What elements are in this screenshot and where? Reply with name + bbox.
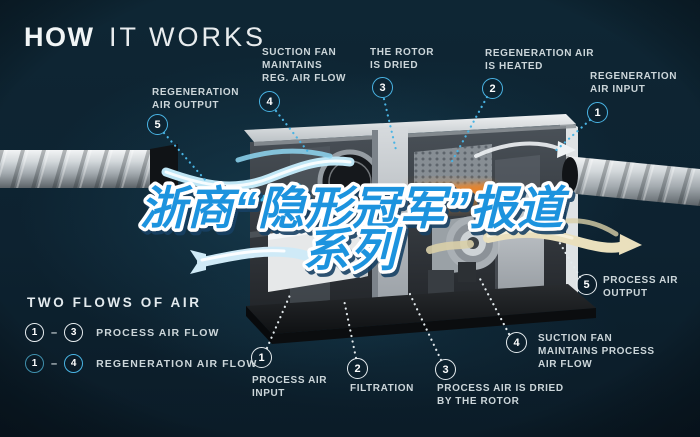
label-process-air-dried: PROCESS AIR IS DRIED BY THE ROTOR bbox=[437, 383, 564, 408]
badge-number: 1 bbox=[594, 106, 601, 119]
badge-number: 3 bbox=[70, 327, 77, 338]
callout-badge-process-2: 2 bbox=[347, 358, 368, 379]
label-process-air-output: PROCESS AIR OUTPUT bbox=[603, 275, 679, 300]
callout-badge-regeneration-3: 3 bbox=[372, 77, 393, 98]
badge-number: 2 bbox=[354, 362, 361, 375]
label-suction-fan-reg: SUCTION FAN MAINTAINS REG. AIR FLOW bbox=[262, 47, 347, 85]
badge-number: 4 bbox=[266, 95, 273, 108]
badge-number: 1 bbox=[258, 351, 265, 364]
legend-row-regeneration: 1 – 4 REGENERATION AIR FLOW bbox=[25, 354, 257, 373]
legend-badge-4-blue: 4 bbox=[64, 354, 84, 373]
legend-label-process: PROCESS AIR FLOW bbox=[96, 326, 220, 339]
badge-number: 3 bbox=[379, 81, 386, 94]
label-regeneration-air-output: REGENERATION AIR OUTPUT bbox=[152, 87, 240, 112]
label-regeneration-air-heated: REGENERATION AIR IS HEATED bbox=[485, 48, 595, 73]
page-title-strong: HOW bbox=[24, 22, 95, 52]
headline-line2: 系列 bbox=[303, 224, 404, 276]
badge-number: 1 bbox=[31, 327, 38, 338]
page-title: HOW IT WORKS bbox=[24, 22, 266, 53]
headline-line1: 浙商“隐形冠军”报道 bbox=[140, 182, 570, 234]
callout-badge-regeneration-2: 2 bbox=[482, 78, 503, 99]
callout-badge-regeneration-4: 4 bbox=[259, 91, 280, 112]
badge-number: 1 bbox=[31, 358, 38, 369]
callout-badge-regeneration-5: 5 bbox=[147, 114, 168, 135]
callout-badge-regeneration-1: 1 bbox=[587, 102, 608, 123]
callout-badge-process-5: 5 bbox=[576, 274, 597, 295]
legend-label-regeneration: REGENERATION AIR FLOW bbox=[96, 357, 258, 370]
callout-badge-process-1: 1 bbox=[251, 347, 272, 368]
legend-separator: – bbox=[51, 326, 58, 339]
badge-number: 4 bbox=[70, 358, 77, 369]
legend-separator: – bbox=[51, 357, 58, 370]
label-process-air-input: PROCESS AIR INPUT bbox=[252, 375, 328, 400]
badge-number: 3 bbox=[442, 363, 449, 376]
legend-heading: TWO FLOWS OF AIR bbox=[27, 295, 202, 310]
label-regeneration-air-input: REGENERATION AIR INPUT bbox=[590, 71, 678, 96]
label-rotor-is-dried: THE ROTOR IS DRIED bbox=[370, 47, 435, 72]
badge-number: 5 bbox=[154, 118, 161, 131]
badge-number: 4 bbox=[513, 336, 520, 349]
legend-badge-3-white: 3 bbox=[64, 323, 84, 342]
legend-badge-1-white: 1 bbox=[25, 323, 44, 342]
label-filtration: FILTRATION bbox=[350, 383, 414, 394]
callout-badge-process-3: 3 bbox=[435, 359, 456, 380]
legend-row-process: 1 – 3 PROCESS AIR FLOW bbox=[25, 323, 220, 342]
legend-badge-1-teal: 1 bbox=[25, 354, 44, 373]
badge-number: 2 bbox=[489, 82, 496, 95]
callout-badge-process-4: 4 bbox=[506, 332, 527, 353]
badge-number: 5 bbox=[583, 278, 590, 291]
page-title-light: IT WORKS bbox=[109, 22, 267, 52]
label-suction-fan-process: SUCTION FAN MAINTAINS PROCESS AIR FLOW bbox=[538, 333, 655, 371]
